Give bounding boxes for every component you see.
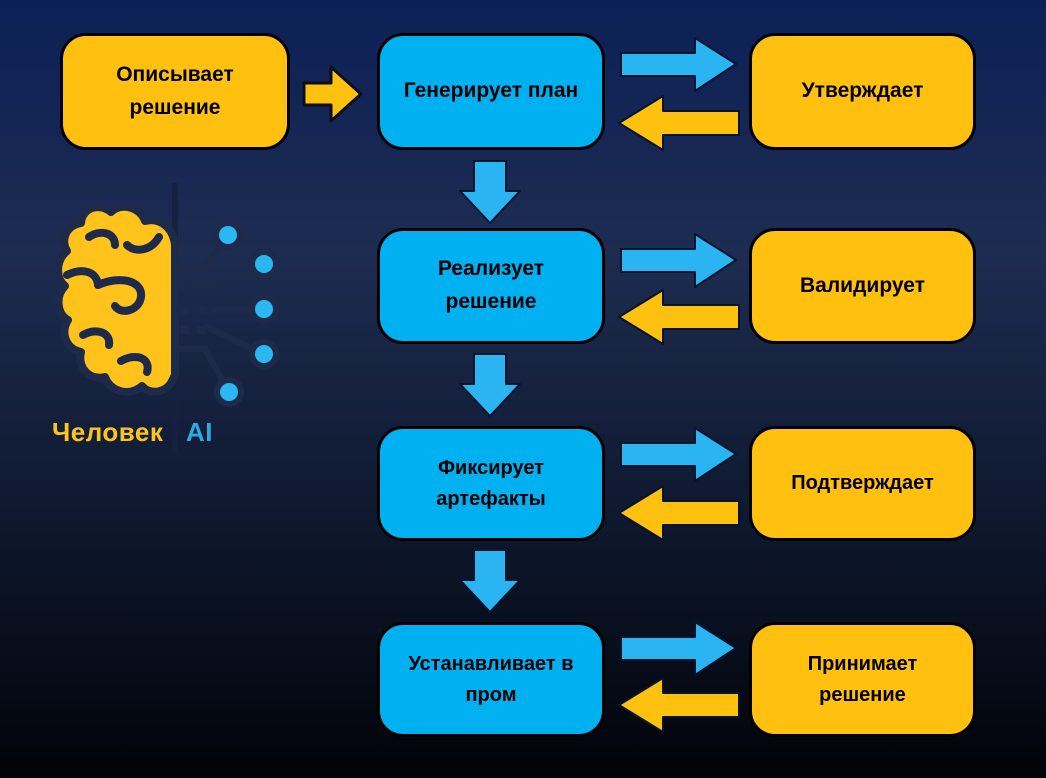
half-brain-half-circuit-icon [55, 183, 279, 453]
arrow-down-1-icon [459, 160, 521, 224]
circuit-half-icon [178, 220, 279, 407]
flow-box-human-describes-solution: Описывает решение [60, 33, 290, 150]
arrow-right-ai-4-icon [620, 621, 737, 676]
flow-box-human-accept-decision: Принимает решение [749, 622, 976, 737]
arrow-left-human-1-icon [618, 95, 740, 151]
arrow-left-human-2-icon [618, 289, 740, 345]
flow-box-human-validate: Валидирует [749, 228, 976, 344]
arrow-right-start-icon [302, 65, 363, 123]
flow-box-human-confirm: Подтверждает [749, 426, 976, 541]
flow-box-ai-implement-solution: Реализует решение [377, 228, 605, 344]
brain-half-icon [55, 202, 179, 396]
arrow-left-human-4-icon [618, 677, 740, 733]
arrow-down-2-icon [459, 353, 521, 417]
arrow-right-ai-3-icon [620, 427, 737, 482]
flow-box-human-approve: Утверждает [749, 33, 976, 150]
flow-box-ai-record-artifacts: Фиксирует артефакты [377, 426, 605, 541]
legend-ai-label: AI [186, 417, 213, 447]
arrow-right-ai-2-icon [620, 233, 737, 288]
arrow-right-ai-1-icon [620, 37, 737, 92]
legend-human-label: Человек [52, 417, 164, 447]
arrow-down-3-icon [459, 549, 521, 613]
flow-box-ai-generate-plan: Генерирует план [377, 33, 605, 150]
arrow-left-human-3-icon [618, 485, 740, 541]
flow-box-ai-deploy-to-prod: Устанавливает в пром [377, 622, 605, 737]
